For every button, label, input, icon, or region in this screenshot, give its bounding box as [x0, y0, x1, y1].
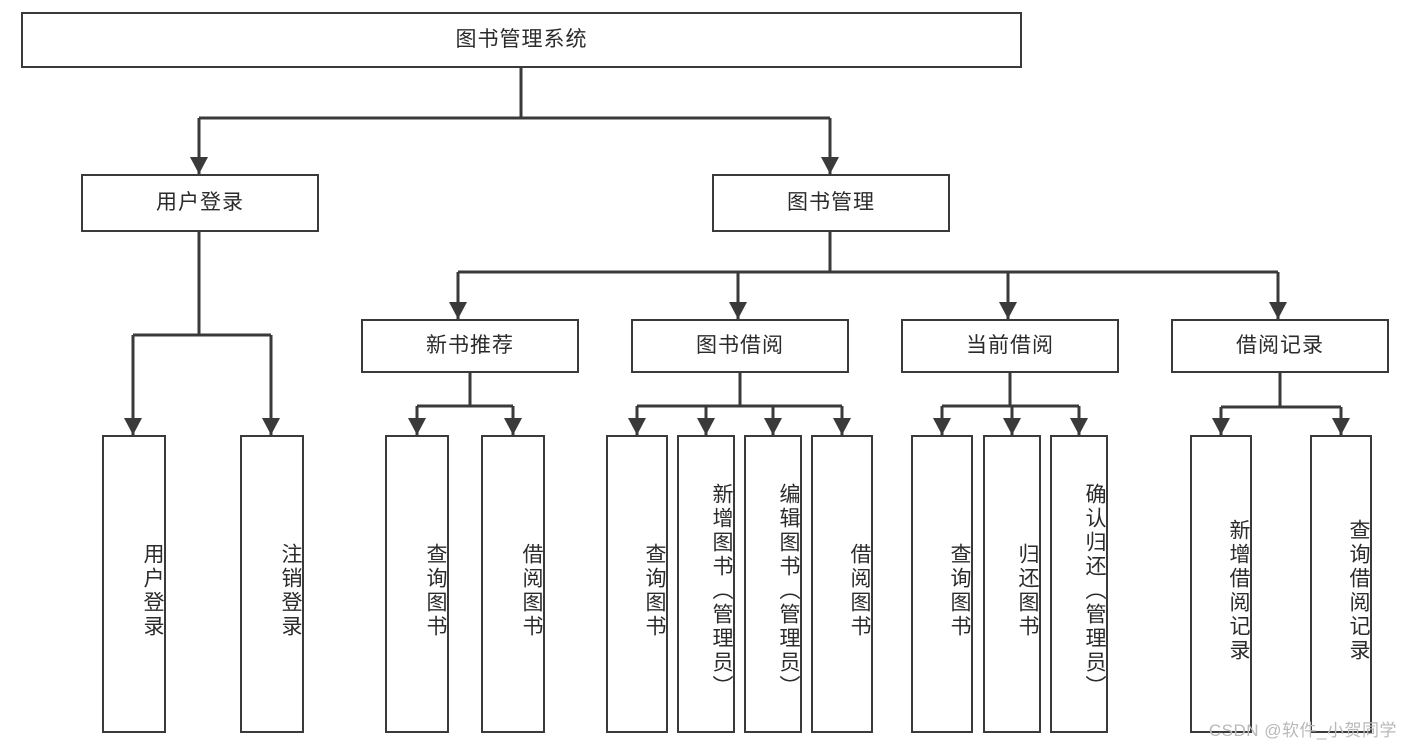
- connector-arrowhead: [1332, 418, 1350, 435]
- node-borrow[interactable]: 图书借阅: [631, 319, 849, 373]
- node-label: 借阅记录: [1236, 334, 1324, 358]
- connector-records-to-leaves: [1212, 373, 1350, 435]
- node-label: 图书管理系统: [455, 28, 588, 52]
- connector-bookmgmt-to-level2: [449, 232, 1287, 319]
- node-leaf-user-logout[interactable]: 注销登录: [240, 435, 304, 733]
- node-leaf-bw-edit[interactable]: 编辑图书（管理员）: [744, 435, 802, 733]
- node-label: 图书管理: [787, 191, 875, 215]
- connector-arrowhead: [697, 418, 715, 435]
- connector-arrowhead: [124, 418, 142, 435]
- node-leaf-bw-add[interactable]: 新增图书（管理员）: [677, 435, 735, 733]
- node-leaf-rec-add[interactable]: 新增借阅记录: [1190, 435, 1252, 733]
- node-leaf-user-login[interactable]: 用户登录: [102, 435, 166, 733]
- node-label: 用户登录: [141, 543, 164, 639]
- connector-arrowhead: [729, 302, 747, 319]
- connector-arrowhead: [821, 157, 839, 174]
- node-label: 用户登录: [156, 191, 244, 215]
- node-label: 查询图书: [948, 543, 971, 639]
- node-label: 当前借阅: [966, 334, 1054, 358]
- node-newbook[interactable]: 新书推荐: [361, 319, 579, 373]
- node-label: 编辑图书（管理员）: [777, 483, 800, 699]
- node-bookmgmt[interactable]: 图书管理: [712, 174, 950, 232]
- node-leaf-cur-return[interactable]: 归还图书: [983, 435, 1041, 733]
- node-label: 查询借阅记录: [1347, 519, 1370, 663]
- node-login[interactable]: 用户登录: [81, 174, 319, 232]
- connector-arrowhead: [408, 418, 426, 435]
- connector-arrowhead: [190, 157, 208, 174]
- connector-arrowhead: [262, 418, 280, 435]
- node-label: 图书借阅: [696, 334, 784, 358]
- connector-borrow-to-leaves: [628, 373, 851, 435]
- connector-arrowhead: [1003, 418, 1021, 435]
- connector-login-to-leaves: [124, 232, 280, 435]
- connector-root-to-level1: [190, 68, 839, 174]
- node-label: 新增借阅记录: [1227, 519, 1250, 663]
- connector-arrowhead: [933, 418, 951, 435]
- node-leaf-new-borrow[interactable]: 借阅图书: [481, 435, 545, 733]
- connector-arrowhead: [504, 418, 522, 435]
- node-leaf-bw-query[interactable]: 查询图书: [606, 435, 668, 733]
- connector-arrowhead: [764, 418, 782, 435]
- node-current[interactable]: 当前借阅: [901, 319, 1119, 373]
- connector-current-to-leaves: [933, 373, 1088, 435]
- connector-arrowhead: [1212, 418, 1230, 435]
- node-leaf-cur-confirm[interactable]: 确认归还（管理员）: [1050, 435, 1108, 733]
- node-label: 新书推荐: [426, 334, 514, 358]
- connector-newbook-to-leaves: [408, 373, 522, 435]
- node-root[interactable]: 图书管理系统: [21, 12, 1022, 68]
- node-label: 归还图书: [1016, 543, 1039, 639]
- node-label: 查询图书: [643, 543, 666, 639]
- connector-arrowhead: [1070, 418, 1088, 435]
- node-leaf-new-query[interactable]: 查询图书: [385, 435, 449, 733]
- node-label: 确认归还（管理员）: [1083, 483, 1106, 699]
- node-label: 注销登录: [279, 543, 302, 639]
- connector-arrowhead: [833, 418, 851, 435]
- node-label: 查询图书: [424, 543, 447, 639]
- node-records[interactable]: 借阅记录: [1171, 319, 1389, 373]
- connector-arrowhead: [1269, 302, 1287, 319]
- connector-arrowhead: [628, 418, 646, 435]
- node-label: 新增图书（管理员）: [710, 483, 733, 699]
- node-leaf-bw-borrow[interactable]: 借阅图书: [811, 435, 873, 733]
- node-leaf-rec-query[interactable]: 查询借阅记录: [1310, 435, 1372, 733]
- node-label: 借阅图书: [848, 543, 871, 639]
- node-label: 借阅图书: [520, 543, 543, 639]
- connector-arrowhead: [999, 302, 1017, 319]
- node-leaf-cur-query[interactable]: 查询图书: [911, 435, 973, 733]
- connector-arrowhead: [449, 302, 467, 319]
